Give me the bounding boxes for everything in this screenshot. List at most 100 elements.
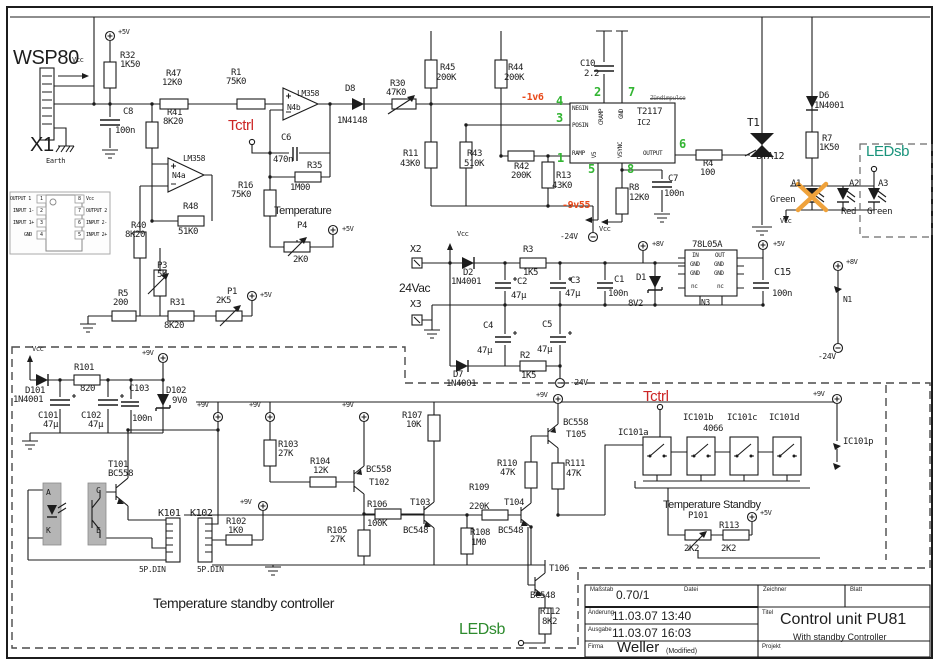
r109-val: 220K (469, 502, 490, 512)
r45-ref: R45 (440, 63, 456, 73)
titleblock-zeichner-label: Zeichner (763, 587, 787, 593)
title-block-lines (584, 584, 931, 658)
c6-ref: C6 (281, 133, 292, 143)
d101-val: 1N4001 (13, 395, 44, 405)
ic2-pin2: 2 (594, 85, 601, 99)
ic101-part: 4066 (703, 424, 724, 434)
ic2-pin8: 8 (627, 162, 634, 176)
ic2-pin1: 1 (557, 151, 564, 165)
d102-val: 9V0 (172, 396, 188, 406)
ic101b-ref: IC101b (683, 413, 714, 423)
led-a3-color: Green (867, 207, 893, 217)
opto-c: C (96, 486, 101, 495)
titleblock-titel-sub: With standby Controller (793, 632, 887, 642)
page-frame (6, 6, 933, 659)
resistors (73, 59, 819, 635)
k101-connector (165, 517, 181, 563)
r11-ref: R11 (403, 149, 419, 159)
plus9v-e: +9V (536, 391, 548, 399)
c15-ref: C15 (774, 267, 791, 278)
r44-ref: R44 (508, 63, 524, 73)
ic2-posin: POSIN (572, 122, 589, 129)
pinout-output1: OUTPUT 1 (10, 196, 31, 202)
capacitors (48, 62, 775, 410)
reg-ref: N3 (701, 298, 710, 307)
wsp80-label: WSP80 (13, 47, 79, 69)
ic2-negin: NEGIN (572, 105, 589, 112)
c102-ref: C102 (81, 411, 102, 421)
r32-ref: R32 (120, 51, 136, 61)
t1-triac (750, 133, 774, 157)
reg-part: 78L05A (692, 240, 723, 250)
wires (27, 17, 875, 644)
temperature-label: Temperature (274, 205, 332, 217)
r35-ref: R35 (307, 161, 323, 171)
led-a2-ref: A2 (849, 179, 860, 189)
ic2-cramp: CRAMP (598, 108, 606, 126)
ic2-v5: V5 (591, 151, 599, 159)
ic2-gnd: GND (617, 109, 625, 119)
c1-val: 100n (608, 289, 629, 299)
r101-val: 820 (80, 384, 96, 394)
ic2-pin7: 7 (628, 85, 635, 99)
n4a-ref: N4a (172, 171, 186, 180)
ledsb-top: LEDsb (866, 143, 910, 160)
ic2-ramp: RAMP (572, 150, 585, 157)
r105-ref: R105 (327, 526, 348, 536)
r106-ref: R106 (367, 500, 388, 510)
c8-ref: C8 (123, 107, 134, 117)
power-symbols (27, 30, 844, 647)
r42-ref: R42 (514, 162, 530, 172)
k102-din: 5P.DIN (197, 565, 224, 574)
plus9v-a: +9V (142, 349, 154, 357)
r16-val: 75K0 (231, 190, 252, 200)
r113-val: 2K2 (721, 544, 737, 554)
c2-val: 47µ (511, 291, 527, 301)
r112-ref: R112 (540, 607, 561, 617)
d1-val: 8V2 (628, 299, 644, 309)
r41-val: 8K20 (163, 117, 184, 127)
t105-val: BC558 (563, 418, 589, 428)
r8-val: 12K0 (629, 193, 650, 203)
c5-val: 47µ (537, 345, 553, 355)
c6-val: 470n (273, 155, 294, 165)
t1-val: BTA12 (756, 151, 785, 162)
k102-ref: K102 (190, 508, 213, 519)
r5-ref: R5 (118, 289, 129, 299)
p4-val: 2K0 (293, 255, 309, 265)
t101-val: BC558 (108, 469, 134, 479)
reg-gnd2: GND (714, 261, 724, 268)
p3-ref: P3 (157, 261, 168, 271)
pinout-pin1: 1 (40, 196, 43, 202)
t102-ref: T102 (369, 478, 390, 488)
r113-ref: R113 (719, 521, 740, 531)
ic2-box (569, 102, 676, 164)
ic-symbols (167, 87, 842, 476)
r111-val: 47K (566, 469, 582, 479)
r104-val: 12K (313, 466, 329, 476)
t102-val: BC558 (366, 465, 392, 475)
titleblock-aenderung-label: Änderung (588, 610, 615, 616)
titleblock-projekt-label: Projekt (762, 644, 781, 650)
pinout-vcc: Vcc (86, 196, 94, 202)
c7-ref: C7 (668, 174, 679, 184)
t101-ref: T101 (108, 460, 129, 470)
r40-ref: R40 (131, 221, 147, 231)
earth-label: Earth (46, 157, 66, 165)
neg1v6: -1v6 (521, 92, 544, 103)
plus5v-p4: +5V (342, 225, 354, 233)
r16-ref: R16 (238, 181, 254, 191)
p101-val: 2K2 (684, 544, 700, 554)
ledsb-bottom: LEDsb (459, 621, 506, 638)
titleblock-firma-label: Firma (588, 644, 604, 650)
ic2-part: T2117 (637, 107, 663, 117)
ic101a-ref: IC101a (618, 428, 649, 438)
led-a3 (868, 188, 887, 203)
titleblock-ausgabe-label: Ausgabe (588, 627, 612, 633)
r103-val: 27K (278, 449, 294, 459)
c102-val: 47µ (88, 420, 104, 430)
reg-nc2: nc (717, 283, 724, 290)
d7-ref: D7 (453, 370, 464, 380)
plus9v-f: +9V (813, 390, 825, 398)
